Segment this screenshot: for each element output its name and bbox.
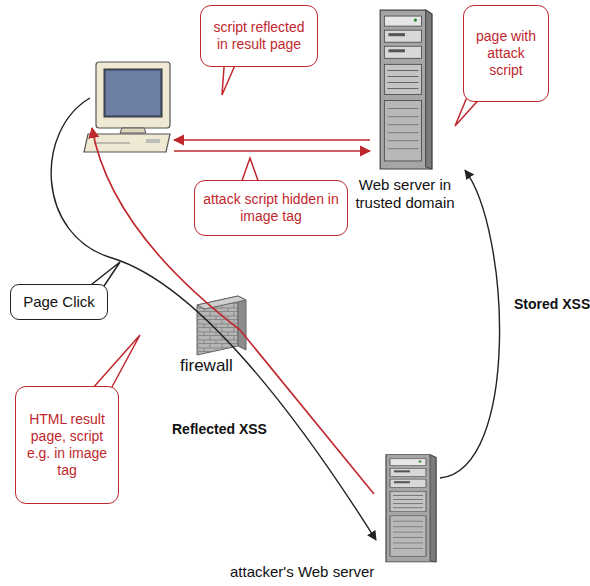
request-arrow (174, 150, 370, 152)
server-node: Web server in trusted domain (345, 6, 465, 234)
connector-label: Stored XSS (512, 296, 590, 312)
server-label: attacker's Web server (230, 563, 430, 581)
callout-text: page with attack script (471, 28, 541, 79)
server-icon (374, 6, 436, 172)
xss-type-label: Reflected XSS (172, 421, 267, 437)
callout-box: HTML result page, script e.g. in image t… (15, 386, 119, 504)
callout-text: Page Click (17, 293, 101, 311)
server-icon (380, 452, 440, 564)
connector-curve (440, 170, 500, 478)
callout-box: script reflected in result page (200, 5, 318, 67)
firewall-label: firewall (180, 356, 233, 376)
action-box: Page Click (10, 284, 108, 320)
callout-box: attack script hidden in image tag (194, 180, 348, 236)
response-arrow (174, 139, 370, 141)
reflected-xss-curve (92, 128, 374, 494)
server-node: attacker's Web server (225, 452, 440, 582)
callout-text: script reflected in result page (209, 19, 309, 53)
callout-box: page with attack script (463, 5, 549, 102)
firewall-wall (197, 296, 246, 355)
callout-text: attack script hidden in image tag (202, 191, 340, 225)
callout-text: HTML result page, script e.g. in image t… (26, 411, 108, 479)
client-computer (84, 62, 170, 152)
server-label: Web server in trusted domain (345, 176, 465, 212)
